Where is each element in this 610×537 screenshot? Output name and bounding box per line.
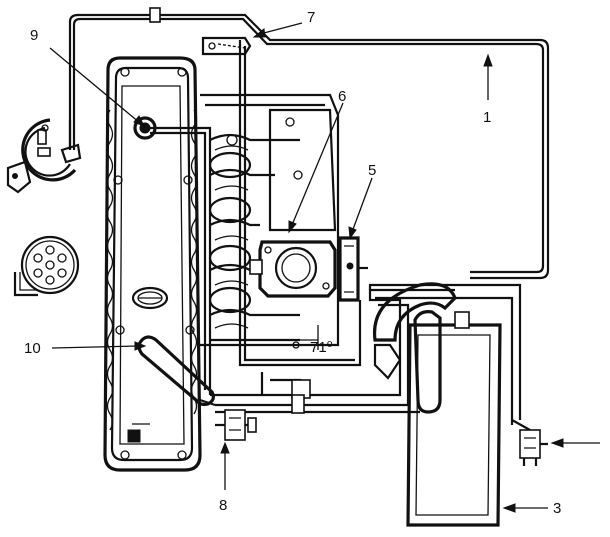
distributor <box>6 118 82 194</box>
callout-leaders <box>49 22 600 513</box>
lower-hose-lines <box>150 126 531 431</box>
callout-6: 6 <box>338 88 346 105</box>
carburetor <box>249 240 337 298</box>
callout-9: 9 <box>30 27 38 44</box>
callout-10: 10 <box>24 340 41 357</box>
engine-mark: 71⁰ <box>310 339 333 356</box>
callout-1: 1 <box>483 109 491 126</box>
air-cleaner-element <box>13 235 80 297</box>
callout-5: 5 <box>368 162 376 179</box>
check-valve-fitting <box>215 409 257 441</box>
intake-manifold <box>200 93 340 347</box>
pcv-hose <box>137 335 216 407</box>
callout-labels: 7 9 1 6 5 10 8 3 <box>24 9 561 517</box>
callout-3: 3 <box>553 500 561 517</box>
charcoal-canister <box>372 282 502 527</box>
upper-hose-route <box>68 7 550 280</box>
callout-7: 7 <box>307 9 315 26</box>
valve-cover <box>103 56 202 472</box>
callout-8: 8 <box>219 497 227 514</box>
vacuum-sensor-right <box>519 429 548 466</box>
thermal-vacuum-valve <box>338 236 368 302</box>
